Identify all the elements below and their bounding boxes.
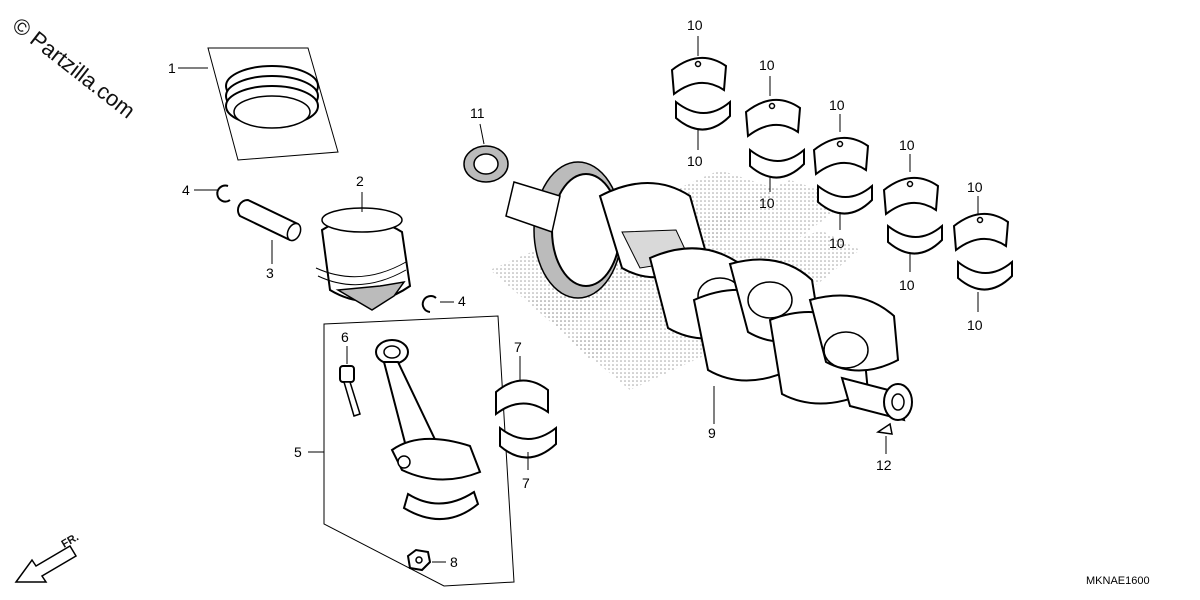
piston-pin-icon[interactable] bbox=[237, 198, 303, 243]
conrod-bearing-upper-icon[interactable] bbox=[495, 379, 549, 417]
needle-bearing-icon[interactable] bbox=[463, 145, 509, 183]
diagram-code: MKNAE1600 bbox=[1086, 575, 1150, 587]
connecting-rod-group: 5 6 8 bbox=[294, 315, 515, 587]
callout-11[interactable]: 11 bbox=[470, 105, 485, 121]
callout-12[interactable]: 12 bbox=[876, 457, 892, 473]
callout-10-b5-bottom[interactable]: 10 bbox=[967, 317, 983, 333]
callout-1[interactable]: 1 bbox=[168, 60, 176, 76]
main-bearing-set-5: 10 10 bbox=[952, 179, 1013, 333]
callout-2[interactable]: 2 bbox=[356, 173, 364, 189]
callout-10-b3-top[interactable]: 10 bbox=[829, 97, 845, 113]
callout-10-b2-bottom[interactable]: 10 bbox=[759, 195, 775, 211]
callout-7-lower[interactable]: 7 bbox=[522, 475, 530, 491]
callout-10-b1-top[interactable]: 10 bbox=[687, 17, 703, 33]
callout-3[interactable]: 3 bbox=[266, 265, 274, 281]
piston-pin-clip-upper[interactable] bbox=[216, 184, 231, 203]
callout-10-b1-bottom[interactable]: 10 bbox=[687, 153, 703, 169]
piston-ring-set-group: 1 bbox=[168, 47, 339, 161]
woodruff-key-icon[interactable] bbox=[875, 422, 893, 435]
main-bearing-4-upper-icon[interactable] bbox=[882, 177, 940, 216]
conrod-bearing-lower-icon[interactable] bbox=[499, 425, 557, 459]
piston-icon[interactable] bbox=[315, 207, 412, 311]
callout-10-b2-top[interactable]: 10 bbox=[759, 57, 775, 73]
main-bearing-set-1: 10 10 bbox=[670, 17, 731, 169]
front-label: FR. bbox=[60, 531, 81, 550]
piston-pin-clip-lower[interactable] bbox=[421, 295, 437, 313]
callout-7-upper[interactable]: 7 bbox=[514, 339, 522, 355]
crankshaft-icon[interactable] bbox=[505, 161, 913, 422]
callout-6[interactable]: 6 bbox=[341, 329, 349, 345]
main-bearing-set-3: 10 10 bbox=[812, 97, 873, 251]
main-bearing-1-upper-icon[interactable] bbox=[670, 57, 728, 96]
main-bearing-5-upper-icon[interactable] bbox=[952, 213, 1010, 252]
main-bearing-2-upper-icon[interactable] bbox=[744, 99, 802, 138]
ring-set-bounding-box bbox=[207, 47, 339, 161]
callout-8[interactable]: 8 bbox=[450, 554, 458, 570]
main-bearing-3-lower-icon[interactable] bbox=[817, 183, 873, 215]
callout-5[interactable]: 5 bbox=[294, 444, 302, 460]
conrod-bearing-group: 7 7 bbox=[495, 339, 557, 491]
conrod-nut-icon[interactable] bbox=[406, 548, 432, 572]
callout-10-b5-top[interactable]: 10 bbox=[967, 179, 983, 195]
front-direction-arrow: FR. bbox=[14, 531, 81, 583]
callout-4-lower[interactable]: 4 bbox=[458, 293, 466, 309]
callout-9[interactable]: 9 bbox=[708, 425, 716, 441]
connecting-rod-icon[interactable] bbox=[375, 339, 482, 481]
conrod-bounding-box bbox=[323, 315, 515, 587]
main-bearing-1-lower-icon[interactable] bbox=[675, 99, 731, 131]
callout-10-b4-bottom[interactable]: 10 bbox=[899, 277, 915, 293]
main-bearing-2-lower-icon[interactable] bbox=[749, 147, 805, 179]
main-bearing-set-4: 10 10 bbox=[882, 137, 943, 293]
conrod-cap-icon[interactable] bbox=[402, 490, 480, 520]
watermark: © Partzilla.com bbox=[8, 12, 140, 123]
piston-ring-set-icon[interactable] bbox=[225, 65, 319, 129]
arrow-icon bbox=[14, 544, 78, 583]
main-bearing-set-2: 10 10 bbox=[744, 57, 805, 211]
callout-10-b3-bottom[interactable]: 10 bbox=[829, 235, 845, 251]
svg-text:© Partzilla.com: © Partzilla.com bbox=[8, 12, 140, 123]
main-bearing-4-lower-icon[interactable] bbox=[887, 223, 943, 255]
main-bearing-5-lower-icon[interactable] bbox=[957, 259, 1013, 291]
callout-10-b4-top[interactable]: 10 bbox=[899, 137, 915, 153]
conrod-bolt-icon[interactable] bbox=[339, 365, 361, 417]
callout-4-upper[interactable]: 4 bbox=[182, 182, 190, 198]
main-bearing-3-upper-icon[interactable] bbox=[812, 137, 870, 176]
